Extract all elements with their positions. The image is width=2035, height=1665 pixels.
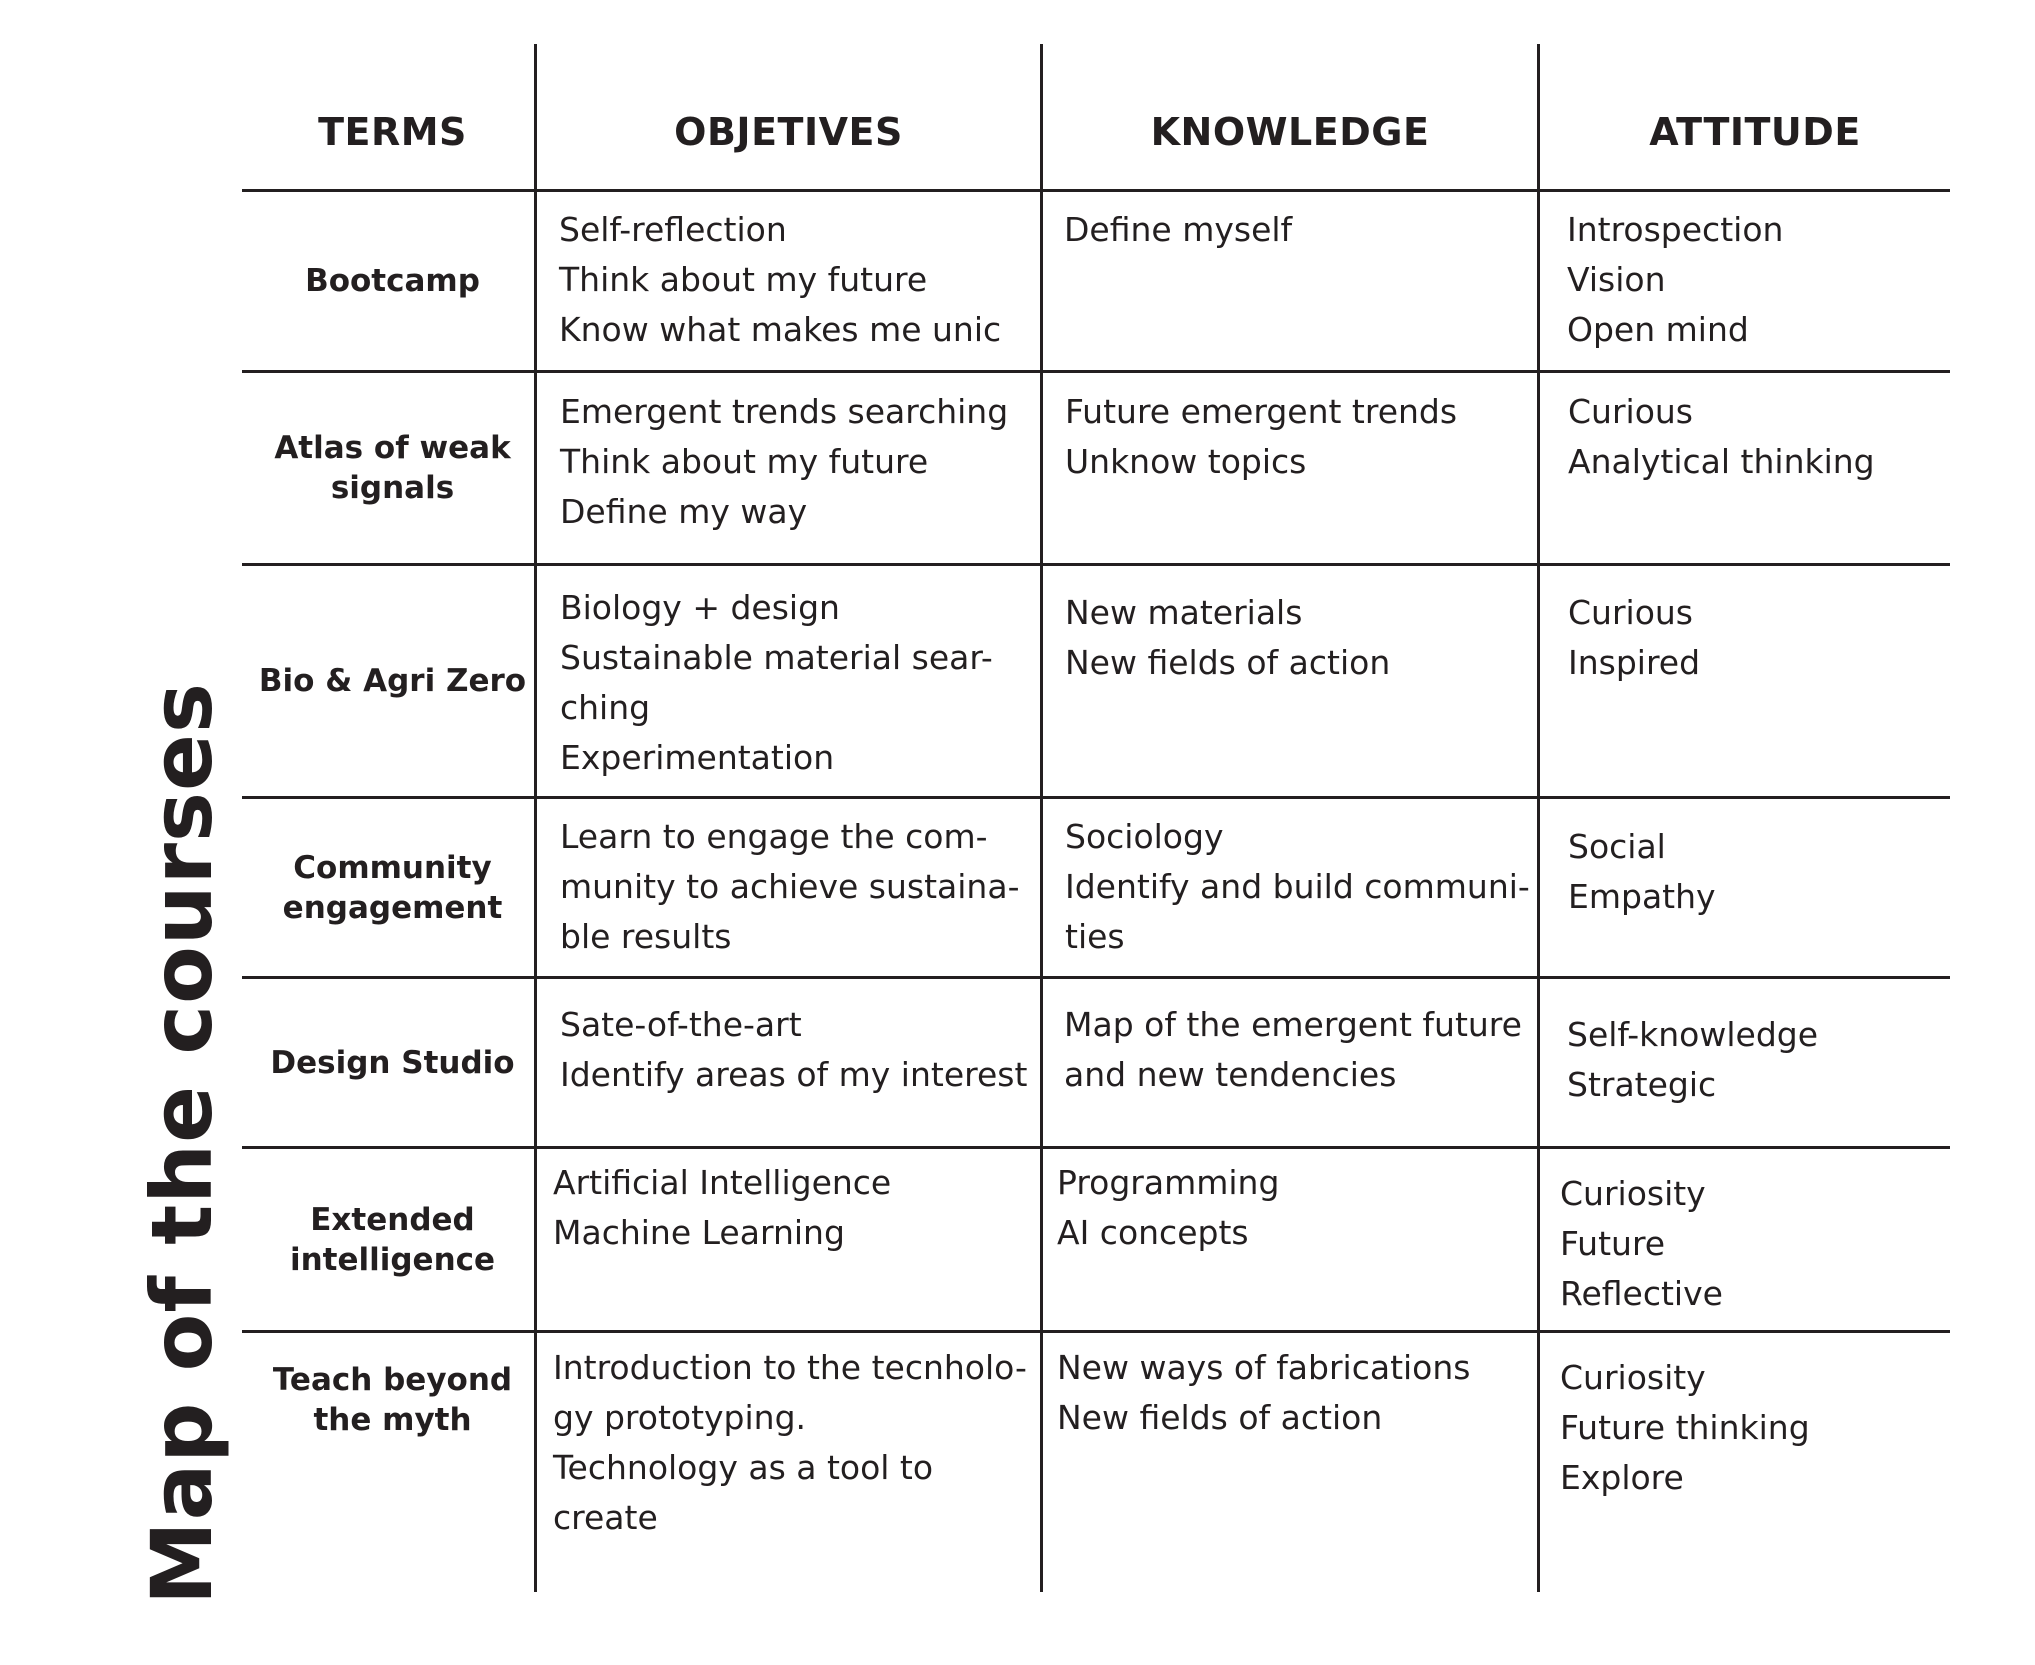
cell-line: Self-reflection [559, 210, 787, 249]
attitude-cell: Curious Analytical thinking [1568, 387, 1875, 487]
knowledge-cell: Programming AI concepts [1057, 1158, 1279, 1258]
cell-line: Programming [1057, 1163, 1280, 1202]
header-attitude: ATTITUDE [1649, 110, 1861, 154]
cell-line: Analytical thinking [1568, 442, 1875, 481]
knowledge-cell: New materials New fields of action [1065, 588, 1390, 688]
attitude-cell: Social Empathy [1568, 822, 1716, 922]
cell-line: Define myself [1064, 210, 1293, 249]
objectives-cell: Self-reflection Think about my future Kn… [559, 205, 1001, 355]
objectives-cell: Learn to engage the com- munity to achie… [560, 812, 1019, 962]
cell-line: New fields of action [1065, 643, 1391, 682]
divider [242, 1330, 1950, 1333]
cell-line: Introspection [1567, 210, 1784, 249]
knowledge-cell: Map of the emergent future and new tende… [1064, 1000, 1522, 1100]
term-cell: Community engagement [282, 849, 503, 926]
cell-line: Vision [1567, 260, 1666, 299]
knowledge-cell: Sociology Identify and build communi- ti… [1065, 812, 1530, 962]
divider [1537, 44, 1540, 1592]
cell-line: Technology as a tool to [553, 1448, 934, 1487]
cell-line: Future [1560, 1224, 1666, 1263]
cell-line: New materials [1065, 593, 1303, 632]
cell-line: ching [560, 688, 651, 727]
knowledge-cell: New ways of fabrications New fields of a… [1057, 1343, 1470, 1443]
cell-line: Empathy [1568, 877, 1716, 916]
cell-line: Self-knowledge [1567, 1015, 1819, 1054]
cell-line: ble results [560, 917, 732, 956]
knowledge-cell: Define myself [1064, 205, 1292, 255]
header-objectives: OBJETIVES [674, 110, 903, 154]
cell-line: Think about my future [559, 260, 928, 299]
cell-line: Learn to engage the com- [560, 817, 988, 856]
cell-line: Identify and build communi- [1065, 867, 1530, 906]
cell-line: Define my way [560, 492, 808, 531]
cell-line: New fields of action [1057, 1398, 1383, 1437]
cell-line: Artificial Intelligence [553, 1163, 892, 1202]
cell-line: and new tendencies [1064, 1055, 1397, 1094]
attitude-cell: Curious Inspired [1568, 588, 1700, 688]
cell-line: Biology + design [560, 588, 840, 627]
cell-line: Strategic [1567, 1065, 1717, 1104]
cell-line: create [553, 1498, 658, 1537]
term-cell: Design Studio [270, 1044, 515, 1081]
term-cell: Bootcamp [305, 263, 480, 299]
knowledge-cell: Future emergent trends Unknow topics [1065, 387, 1457, 487]
cell-line: Sate-of-the-art [560, 1005, 802, 1044]
objectives-cell: Emergent trends searching Think about my… [560, 387, 1008, 537]
term-cell: Teach beyond the myth [272, 1362, 513, 1438]
cell-line: Identify areas of my interest [560, 1055, 1028, 1094]
attitude-cell: Introspection Vision Open mind [1567, 205, 1783, 355]
cell-line: AI concepts [1057, 1213, 1249, 1252]
cell-line: gy prototyping. [553, 1398, 807, 1437]
term-cell: Bio & Agri Zero [258, 663, 527, 699]
cell-line: Curiosity [1560, 1174, 1706, 1213]
cell-line: ties [1065, 917, 1125, 956]
cell-line: Inspired [1568, 643, 1701, 682]
cell-line: Know what makes me unic [559, 310, 1002, 349]
cell-line: Curious [1568, 593, 1693, 632]
cell-line: Think about my future [560, 442, 929, 481]
term-cell: Extended intelligence [289, 1201, 496, 1278]
cell-line: Experimentation [560, 738, 835, 777]
cell-line: New ways of fabrications [1057, 1348, 1471, 1387]
cell-line: Curious [1568, 392, 1693, 431]
cell-line: Unknow topics [1065, 442, 1307, 481]
cell-line: Future emergent trends [1065, 392, 1458, 431]
cell-line: Map of the emergent future [1064, 1005, 1522, 1044]
objectives-cell: Introduction to the tecnholo- gy prototy… [553, 1343, 1027, 1543]
cell-line: Sustainable material sear- [560, 638, 993, 677]
page-title: Map of the courses [133, 681, 231, 1605]
objectives-cell: Sate-of-the-art Identify areas of my int… [560, 1000, 1027, 1100]
header-knowledge: KNOWLEDGE [1150, 110, 1430, 154]
attitude-cell: Self-knowledge Strategic [1567, 1010, 1818, 1110]
cell-line: Social [1568, 827, 1666, 866]
cell-line: Sociology [1065, 817, 1224, 856]
header-terms: TERMS [318, 110, 467, 154]
objectives-cell: Artificial Intelligence Machine Learning [553, 1158, 891, 1258]
divider [1040, 44, 1043, 1592]
cell-line: munity to achieve sustaina- [560, 867, 1020, 906]
attitude-cell: Curiosity Future Reflective [1560, 1169, 1723, 1319]
cell-line: Explore [1560, 1458, 1684, 1497]
cell-line: Machine Learning [553, 1213, 845, 1252]
term-cell: Atlas of weak signals [274, 430, 511, 506]
cell-line: Future thinking [1560, 1408, 1810, 1447]
cell-line: Open mind [1567, 310, 1749, 349]
cell-line: Introduction to the tecnholo- [553, 1348, 1027, 1387]
cell-line: Emergent trends searching [560, 392, 1009, 431]
cell-line: Reflective [1560, 1274, 1723, 1313]
objectives-cell: Biology + design Sustainable material se… [560, 583, 993, 783]
attitude-cell: Curiosity Future thinking Explore [1560, 1353, 1810, 1503]
cell-line: Curiosity [1560, 1358, 1706, 1397]
